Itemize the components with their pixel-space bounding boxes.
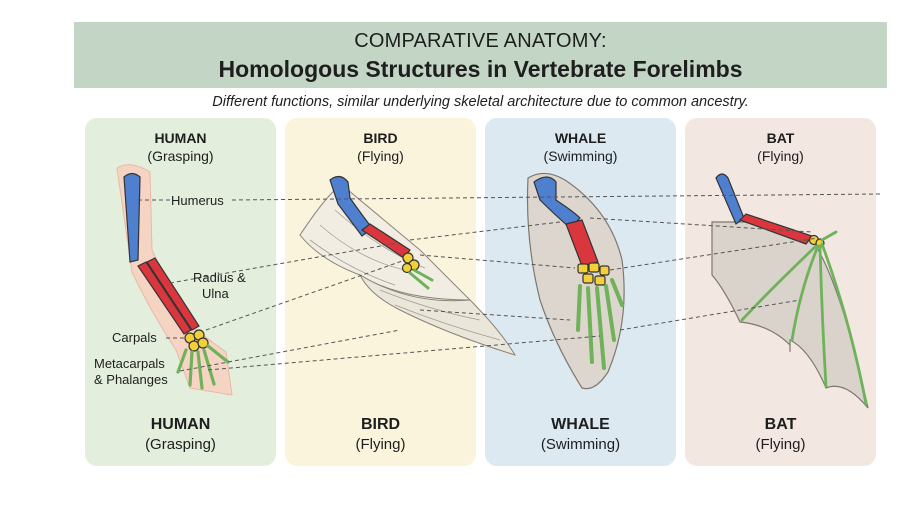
whale-humerus-bone bbox=[533, 176, 581, 229]
bat-wing bbox=[711, 173, 869, 409]
panel-human-function-bottom: (Grasping) bbox=[145, 436, 216, 453]
phalanges-connector-bird bbox=[179, 329, 401, 372]
carpals-connector-bird bbox=[205, 259, 406, 331]
panel-bat-function-top: (Flying) bbox=[757, 148, 804, 164]
subtitle: Different functions, similar underlying … bbox=[212, 94, 749, 110]
panel-bird-function-top: (Flying) bbox=[357, 148, 404, 164]
radius-connector-bird bbox=[169, 242, 399, 284]
panel-bat-name-bottom: BAT bbox=[764, 416, 797, 433]
panel-human: HUMAN (Grasping) HUMAN (Grasping) bbox=[85, 118, 276, 466]
label-humerus: Humerus bbox=[171, 193, 224, 208]
phalanges-connector-bat bbox=[619, 299, 801, 331]
panel-human-name-bottom: HUMAN bbox=[150, 416, 211, 433]
whale-flipper bbox=[526, 172, 625, 390]
bat-humerus-bone bbox=[715, 173, 745, 225]
header-kicker: COMPARATIVE ANATOMY: bbox=[354, 30, 607, 52]
radius-connector-bat bbox=[589, 217, 813, 233]
panel-human-function-top: (Grasping) bbox=[147, 148, 214, 164]
humerus-connector bbox=[231, 193, 881, 201]
panel-bird-name-bottom: BIRD bbox=[360, 416, 401, 433]
panel-human-name-top: HUMAN bbox=[154, 130, 207, 146]
bird-humerus-bone bbox=[329, 175, 373, 237]
bird-phalanges bbox=[408, 268, 434, 290]
whale-flipper-outline bbox=[526, 172, 625, 390]
human-radius-bone bbox=[137, 261, 192, 335]
label-radius-ulna-line1: Radius & bbox=[193, 270, 246, 285]
panel-bat-function-bottom: (Flying) bbox=[755, 436, 806, 453]
header-banner: COMPARATIVE ANATOMY: Homologous Structur… bbox=[74, 22, 887, 88]
whale-phalanges bbox=[576, 278, 624, 370]
label-carpals: Carpals bbox=[112, 330, 157, 345]
human-phalanges bbox=[176, 344, 230, 390]
human-arm bbox=[116, 164, 233, 396]
bat-phalanges bbox=[740, 230, 868, 406]
panel-bird-name-top: BIRD bbox=[363, 130, 398, 146]
panel-bat-name-top: BAT bbox=[766, 130, 795, 146]
page-title: Homologous Structures in Vertebrate Fore… bbox=[218, 56, 743, 82]
panel-whale-name-top: WHALE bbox=[554, 130, 607, 146]
label-radius-ulna-line2: Ulna bbox=[202, 286, 229, 301]
label-metacarpals-line2: & Phalanges bbox=[94, 372, 168, 387]
carpals-connector-whale bbox=[419, 254, 576, 269]
phalanges-connector-whale-b bbox=[207, 335, 601, 371]
human-humerus-bone bbox=[123, 172, 141, 263]
bird-feather-lines bbox=[309, 209, 501, 341]
panel-whale-name-bottom: WHALE bbox=[551, 416, 610, 433]
panel-whale-function-top: (Swimming) bbox=[543, 148, 618, 164]
bird-feathers-lower bbox=[358, 273, 517, 356]
whale-radius-ulna-bones bbox=[565, 219, 599, 267]
human-carpals bbox=[184, 329, 209, 352]
whale-carpals bbox=[577, 262, 610, 286]
panel-whale-function-bottom: (Swimming) bbox=[540, 436, 621, 453]
carpals-connector-bat bbox=[609, 237, 819, 271]
human-ulna-bone bbox=[146, 257, 200, 331]
label-metacarpals-line1: Metacarpals bbox=[94, 356, 165, 371]
bird-radius-ulna-bones bbox=[360, 223, 411, 259]
connector-lines bbox=[138, 193, 881, 372]
bird-wing bbox=[299, 175, 517, 356]
panel-bird-function-bottom: (Flying) bbox=[355, 436, 406, 453]
